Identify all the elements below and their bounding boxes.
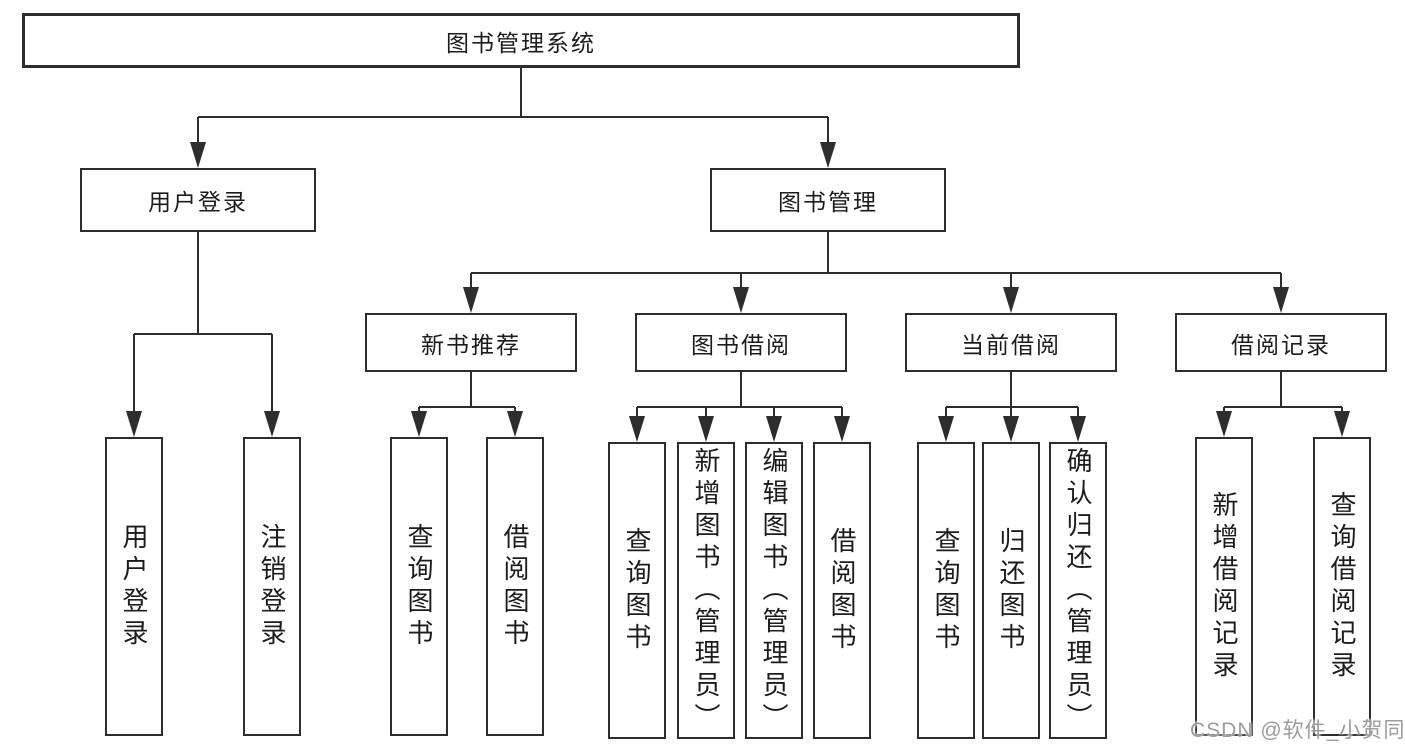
node-book-management: 图书管理 bbox=[710, 168, 946, 232]
node-label: 编辑图书（管理员） bbox=[759, 446, 789, 735]
arrowhead-icon bbox=[1070, 416, 1086, 442]
leaf-add-borrow-record: 新增借阅记录 bbox=[1195, 437, 1253, 736]
arrowhead-icon bbox=[1003, 287, 1019, 313]
node-label: 查询图书 bbox=[931, 526, 961, 655]
arrowhead-icon bbox=[1273, 287, 1289, 313]
csdn-watermark: CSDN @软件_小贺同学 bbox=[1190, 719, 1405, 742]
node-label: 新增图书（管理员） bbox=[691, 446, 721, 735]
leaf-logout: 注销登录 bbox=[243, 437, 301, 736]
leaf-borrow-books: 借阅图书 bbox=[813, 442, 871, 739]
node-label: 查询图书 bbox=[404, 522, 434, 651]
leaf-borrow-query-books: 查询图书 bbox=[608, 442, 666, 739]
arrowhead-icon bbox=[938, 416, 954, 442]
tree-connector-path bbox=[133, 68, 1343, 418]
node-label: 图书管理系统 bbox=[446, 29, 596, 56]
node-label: 借阅图书 bbox=[827, 526, 857, 655]
node-label: 图书管理 bbox=[778, 189, 878, 215]
arrowhead-icon bbox=[507, 411, 523, 437]
leaf-add-books-admin: 新增图书（管理员） bbox=[677, 442, 735, 739]
node-label: 确认归还（管理员） bbox=[1063, 446, 1093, 735]
leaf-return-books: 归还图书 bbox=[982, 442, 1040, 739]
arrowhead-icon bbox=[629, 416, 645, 442]
arrowhead-icon bbox=[411, 411, 427, 437]
node-label: 借阅图书 bbox=[500, 522, 530, 651]
node-label: 图书借阅 bbox=[691, 331, 791, 358]
node-label: 当前借阅 bbox=[961, 331, 1061, 358]
leaf-recommend-borrow-books: 借阅图书 bbox=[486, 437, 544, 736]
node-label: 新增借阅记录 bbox=[1209, 490, 1239, 683]
arrowhead-icon bbox=[264, 411, 280, 437]
arrowhead-icon bbox=[834, 416, 850, 442]
leaf-confirm-return-admin: 确认归还（管理员） bbox=[1049, 442, 1107, 739]
node-user-login: 用户登录 bbox=[80, 168, 316, 232]
node-book-borrow: 图书借阅 bbox=[635, 313, 847, 372]
leaf-user-login: 用户登录 bbox=[105, 437, 163, 736]
node-label: 归还图书 bbox=[996, 526, 1026, 655]
arrowhead-icon bbox=[698, 416, 714, 442]
arrowhead-icon bbox=[190, 142, 206, 168]
node-label: 查询图书 bbox=[622, 526, 652, 655]
arrowhead-icon bbox=[463, 287, 479, 313]
arrowheads bbox=[126, 142, 1350, 442]
node-root-system: 图书管理系统 bbox=[22, 13, 1020, 68]
arrowhead-icon bbox=[1216, 411, 1232, 437]
node-label: 用户登录 bbox=[119, 522, 149, 651]
arrowhead-icon bbox=[733, 287, 749, 313]
leaf-query-borrow-record: 查询借阅记录 bbox=[1313, 437, 1371, 736]
arrowhead-icon bbox=[126, 411, 142, 437]
node-label: 用户登录 bbox=[148, 189, 248, 215]
node-label: 注销登录 bbox=[257, 522, 287, 651]
node-label: 新书推荐 bbox=[421, 331, 521, 358]
leaf-recommend-query-books: 查询图书 bbox=[390, 437, 448, 736]
leaf-edit-books-admin: 编辑图书（管理员） bbox=[745, 442, 803, 739]
node-new-book-recommend: 新书推荐 bbox=[365, 313, 577, 372]
node-borrow-records: 借阅记录 bbox=[1175, 313, 1387, 372]
node-current-borrow: 当前借阅 bbox=[905, 313, 1117, 372]
arrowhead-icon bbox=[820, 142, 836, 168]
arrowhead-icon bbox=[1003, 416, 1019, 442]
arrowhead-icon bbox=[1334, 411, 1350, 437]
arrowhead-icon bbox=[766, 416, 782, 442]
node-label: 借阅记录 bbox=[1231, 331, 1331, 358]
leaf-current-query-books: 查询图书 bbox=[917, 442, 975, 739]
node-label: 查询借阅记录 bbox=[1327, 490, 1357, 683]
